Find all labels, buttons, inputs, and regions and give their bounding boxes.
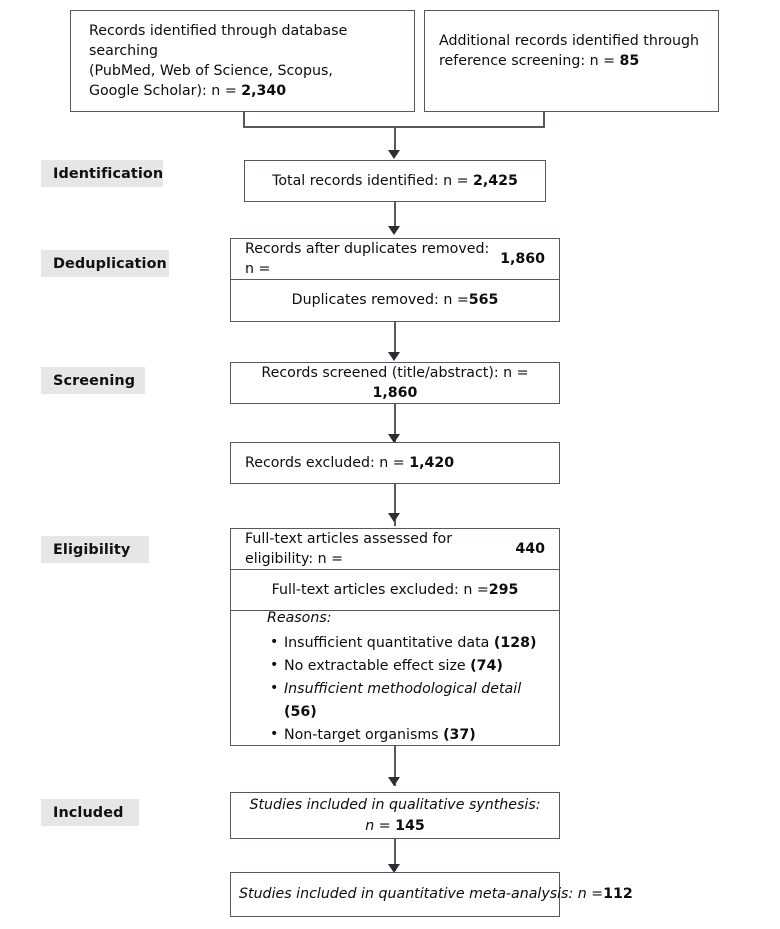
fulltext-excluded-label: Full-text articles excluded: n = [271, 581, 489, 598]
duplicates-removed-count: 565 [468, 292, 499, 309]
connector-excluded-to-eligibility [394, 484, 396, 526]
database-search-line3-prefix: Google Scholar): n = [89, 83, 242, 100]
stack-eligibility: Full-text articles assessed for eligibil… [230, 528, 560, 746]
qualitative-label: Studies included in qualitative synthesi… [249, 797, 541, 834]
stage-deduplication-text: Deduplication [53, 255, 167, 272]
stage-eligibility-text: Eligibility [53, 541, 131, 558]
box-fulltext-excluded: Full-text articles excluded: n = 295 [231, 570, 559, 611]
arrowhead-to-eligibility [388, 513, 400, 522]
database-search-count: 2,340 [241, 83, 287, 100]
records-excluded-count: 1,420 [409, 454, 455, 471]
box-duplicates-removed: Duplicates removed: n = 565 [231, 280, 559, 321]
reason-text: Insufficient quantitative data [284, 634, 490, 651]
fulltext-assessed-label: Full-text articles assessed for eligibil… [245, 530, 453, 567]
arrowhead-to-included [388, 777, 400, 786]
arrowhead-to-excluded [388, 434, 400, 443]
records-screened-count: 1,860 [372, 385, 418, 401]
reason-text: Non-target organisms [284, 726, 439, 743]
fulltext-assessed-count: 440 [515, 540, 545, 557]
stage-label-screening: Screening [41, 367, 145, 394]
box-exclusion-reasons: Reasons: Insufficient quantitative data … [231, 610, 559, 747]
reference-screening-line2-prefix: reference screening: n = [439, 53, 620, 70]
arrowhead-to-screening [388, 352, 400, 361]
connector-ref-drop [543, 112, 545, 128]
stack-deduplication: Records after duplicates removed: n = 1,… [230, 238, 560, 322]
total-identified-count: 2,425 [473, 172, 518, 189]
quantitative-label: Studies included in quantitative meta-an… [239, 886, 604, 903]
stage-label-eligibility: Eligibility [41, 536, 149, 563]
stage-label-deduplication: Deduplication [41, 250, 169, 277]
reason-item: Insufficient methodological detail (56) [267, 677, 545, 724]
stage-label-identification: Identification [41, 160, 163, 187]
box-records-excluded: Records excluded: n = 1,420 [230, 442, 560, 484]
reason-text: Insufficient methodological detail [284, 680, 522, 697]
exclusion-reasons-title: Reasons: [267, 610, 332, 627]
reason-item: Insufficient quantitative data (128) [267, 631, 545, 655]
connector-total-to-dedup [394, 202, 396, 230]
reference-screening-count: 85 [619, 53, 640, 70]
reason-item: Non-target organisms (37) [267, 723, 545, 747]
quantitative-count: 112 [603, 886, 633, 903]
box-fulltext-assessed: Full-text articles assessed for eligibil… [231, 529, 559, 570]
connector-dedup-to-screening [394, 322, 396, 358]
connector-qualitative-to-quantitative [394, 839, 396, 871]
stage-included-text: Included [53, 804, 124, 821]
database-search-line1: Records identified through database sear… [89, 22, 348, 59]
connector-eligibility-to-included [394, 746, 396, 786]
box-records-after-duplicates: Records after duplicates removed: n = 1,… [231, 239, 559, 280]
reference-screening-line2: reference screening: n = 85 [439, 51, 704, 71]
fulltext-excluded-count: 295 [488, 581, 519, 598]
reason-count: (56) [284, 703, 317, 720]
total-identified-label: Total records identified: n = [272, 172, 473, 189]
reason-count: (74) [470, 657, 503, 674]
database-search-line2: (PubMed, Web of Science, Scopus, [89, 63, 333, 79]
connector-db-drop [243, 112, 245, 128]
records-screened-label: Records screened (title/abstract): n = [261, 364, 529, 381]
connector-screened-to-excluded [394, 404, 396, 442]
box-total-records-identified: Total records identified: n = 2,425 [244, 160, 546, 202]
box-quantitative-meta-analysis: Studies included in quantitative meta-an… [230, 872, 633, 917]
reference-screening-line1: Additional records identified through [439, 33, 700, 49]
box-reference-screening: Additional records identified through re… [424, 10, 719, 112]
stage-screening-text: Screening [53, 372, 136, 389]
arrowhead-to-total [388, 150, 400, 159]
box-qualitative-synthesis: Studies included in qualitative synthesi… [230, 792, 560, 839]
stage-label-included: Included [41, 799, 139, 826]
reason-text: No extractable effect size [284, 657, 466, 674]
box-records-screened: Records screened (title/abstract): n = 1… [230, 362, 560, 404]
duplicates-removed-label: Duplicates removed: n = [291, 292, 469, 309]
reason-item: No extractable effect size (74) [267, 654, 545, 678]
database-search-line3: Google Scholar): n = 2,340 [89, 81, 400, 101]
qualitative-count: 145 [395, 817, 425, 834]
after-duplicates-count: 1,860 [500, 250, 545, 267]
connector-merge-to-total [394, 126, 396, 154]
exclusion-reasons-list: Insufficient quantitative data (128) No … [267, 631, 545, 747]
records-excluded-label: Records excluded: n = [245, 454, 410, 471]
arrowhead-to-dedup [388, 226, 400, 235]
stage-identification-text: Identification [53, 165, 164, 182]
reason-count: (128) [493, 634, 537, 651]
box-database-search: Records identified through database sear… [70, 10, 415, 112]
reason-count: (37) [443, 726, 476, 743]
after-duplicates-label: Records after duplicates removed: n = [245, 240, 490, 277]
arrowhead-to-quantitative [388, 864, 400, 873]
